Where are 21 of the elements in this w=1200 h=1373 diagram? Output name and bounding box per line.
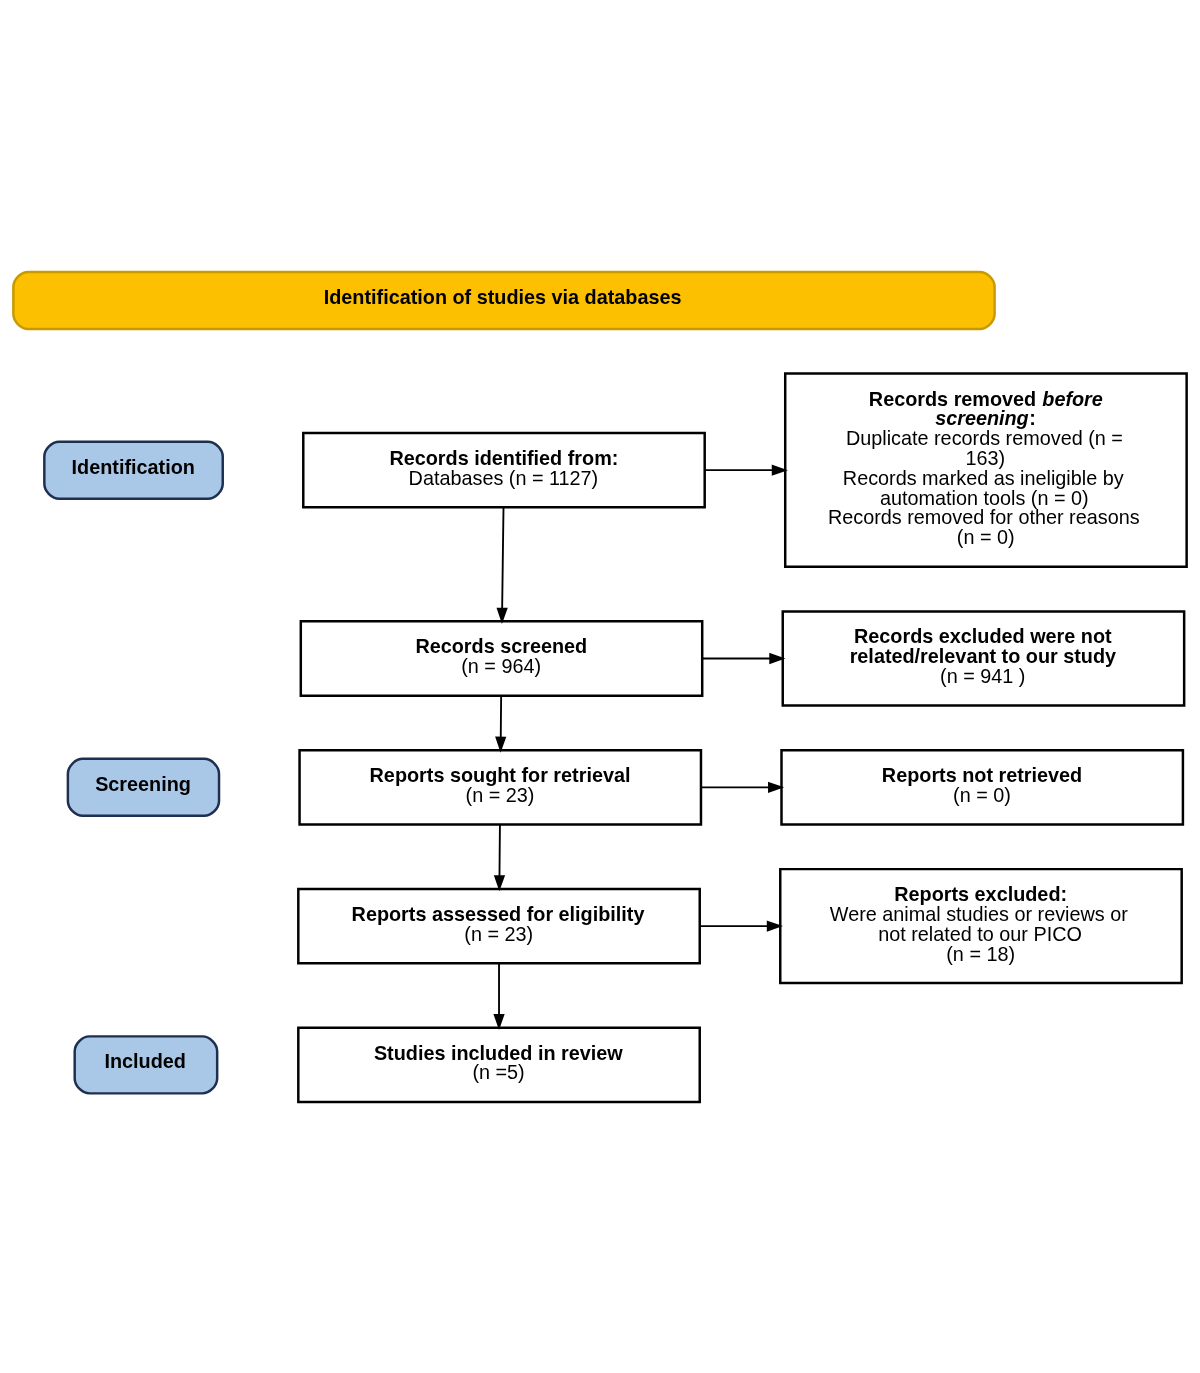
node-box: Screening — [66, 757, 221, 817]
arrow — [495, 694, 507, 753]
arrow — [700, 781, 785, 793]
node-box: Studies included in review (n =5) — [297, 1025, 701, 1103]
arrow — [704, 464, 788, 476]
arrow — [699, 919, 783, 932]
arrow — [701, 652, 786, 664]
node-box: Records identified from: Databases (n = 1127) — [302, 431, 706, 509]
node-box: Included — [73, 1034, 219, 1095]
arrow — [496, 506, 508, 624]
node-box: Records screened (n = 964) — [299, 619, 704, 697]
node-box: Identification — [43, 439, 224, 500]
node-box: Records excluded were not related/relevant to our study (n = 941 ) — [781, 609, 1186, 707]
node-box: Reports excluded: Were animal studies or reviews or not related to our PICO (n = 18) — [779, 867, 1183, 984]
node-box: Identification of studies via databases — [12, 270, 996, 330]
arrow — [493, 962, 505, 1030]
node-box: Records removed before screening: Duplicate records removed (n = 163) Records marked as ineligible by automation tools (n = 0) Records removed for other reasons (n = 0) — [784, 371, 1188, 568]
node-box: Reports sought for retrieval (n = 23) — [298, 748, 703, 826]
node-box: Reports not retrieved (n = 0) — [780, 748, 1185, 826]
arrow — [493, 823, 506, 891]
node-box: Reports assessed for eligibility (n = 23) — [297, 887, 701, 964]
